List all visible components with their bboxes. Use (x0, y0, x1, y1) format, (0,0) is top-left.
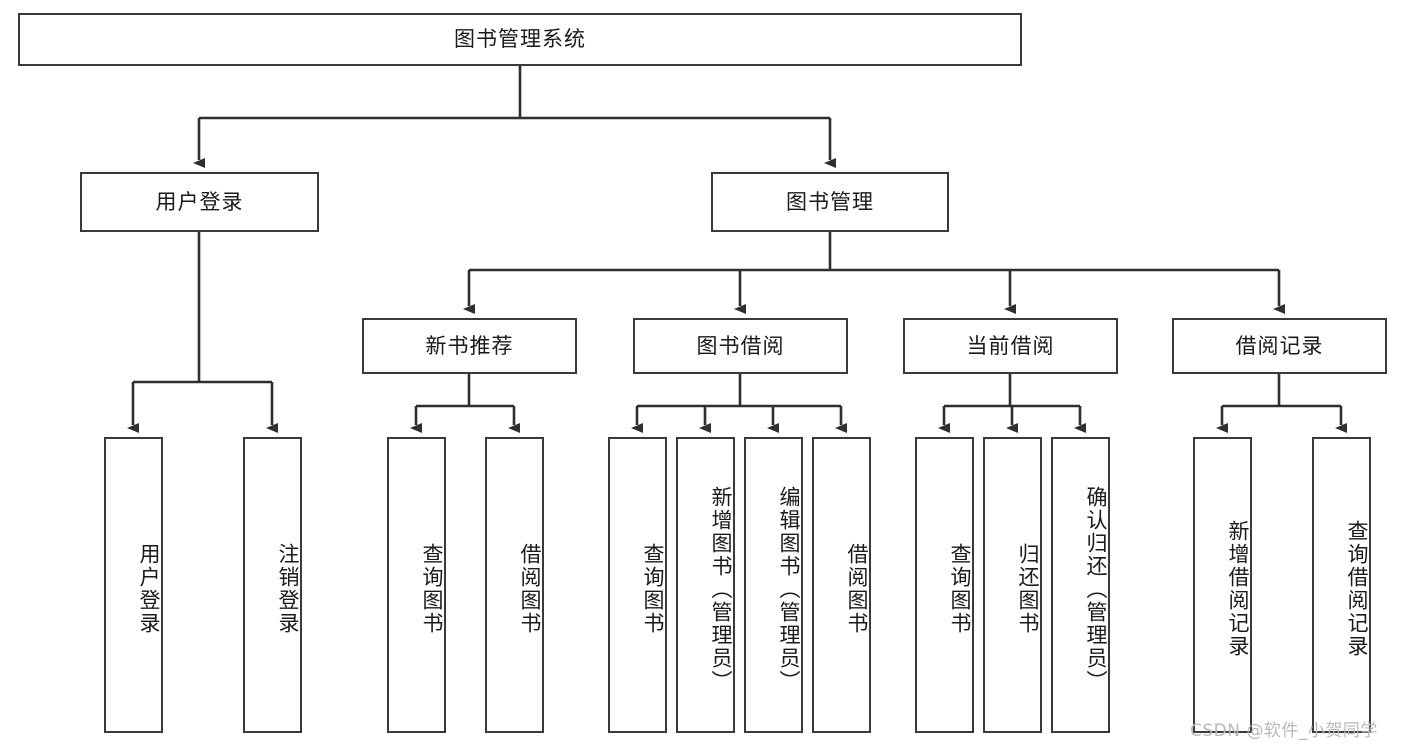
watermark-text: CSDN @软件_小贺同学 (1190, 721, 1378, 741)
node-leaf-user-login[interactable]: 用户登录 (104, 437, 163, 733)
node-leaf-query-borrow-record[interactable]: 查询借阅记录 (1312, 437, 1371, 733)
node-leaf-confirm-return-admin[interactable]: 确认归还（管理员） (1051, 437, 1110, 733)
node-leaf-query-book-recommend[interactable]: 查询图书 (387, 437, 446, 733)
node-current-borrow[interactable]: 当前借阅 (903, 318, 1118, 374)
node-leaf-query-book-borrow[interactable]: 查询图书 (608, 437, 667, 733)
node-leaf-query-book-current[interactable]: 查询图书 (915, 437, 974, 733)
node-leaf-edit-book-admin[interactable]: 编辑图书（管理员） (744, 437, 803, 733)
node-leaf-user-logout[interactable]: 注销登录 (243, 437, 302, 733)
node-leaf-add-book-admin[interactable]: 新增图书（管理员） (676, 437, 735, 733)
node-user-login[interactable]: 用户登录 (80, 172, 319, 232)
node-leaf-add-borrow-record[interactable]: 新增借阅记录 (1193, 437, 1252, 733)
node-borrow-record[interactable]: 借阅记录 (1172, 318, 1387, 374)
node-new-book-recommend[interactable]: 新书推荐 (362, 318, 577, 374)
node-leaf-borrow-book[interactable]: 借阅图书 (812, 437, 871, 733)
node-leaf-borrow-book-recommend[interactable]: 借阅图书 (485, 437, 544, 733)
node-leaf-return-book[interactable]: 归还图书 (983, 437, 1042, 733)
node-root-system[interactable]: 图书管理系统 (18, 13, 1022, 66)
node-book-management[interactable]: 图书管理 (711, 172, 949, 232)
node-book-borrow[interactable]: 图书借阅 (633, 318, 848, 374)
